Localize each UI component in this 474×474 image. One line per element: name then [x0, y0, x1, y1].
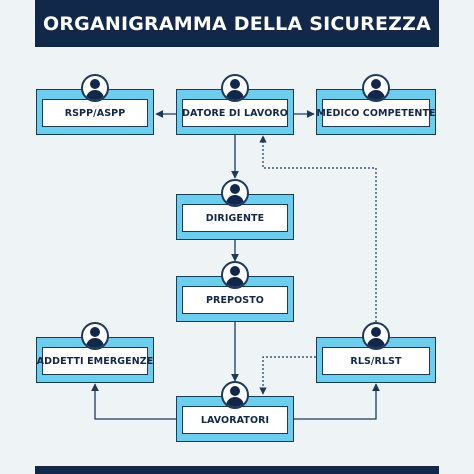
node-addetti-label: ADDETTI EMERGENZE: [37, 347, 153, 375]
user-avatar-icon: [221, 74, 249, 102]
user-avatar-icon: [362, 322, 390, 350]
user-avatar-icon: [221, 261, 249, 289]
link-lavoratori-rls: [294, 383, 380, 420]
title-bar: ORGANIGRAMMA DELLA SICUREZZA: [35, 0, 439, 47]
user-avatar-icon: [81, 74, 109, 102]
user-avatar-icon: [81, 322, 109, 350]
node-medico-label: MEDICO COMPETENTE: [316, 99, 436, 127]
link-rls-lavoratori-dotted: [259, 356, 316, 395]
node-rspp-label: RSPP/ASPP: [42, 99, 148, 127]
node-datore-label: DATORE DI LAVORO: [182, 99, 288, 127]
user-avatar-icon: [221, 381, 249, 409]
node-preposto: PREPOSTO: [176, 276, 294, 322]
user-avatar-icon: [362, 74, 390, 102]
user-avatar-icon: [221, 179, 249, 207]
node-preposto-label: PREPOSTO: [182, 286, 288, 314]
node-rspp: RSPP/ASPP: [36, 89, 154, 135]
node-dirigente-label: DIRIGENTE: [182, 204, 288, 232]
footer-bar: [35, 466, 439, 474]
node-rls-label: RLS/RLST: [322, 347, 430, 375]
link-lavoratori-addetti: [91, 383, 176, 420]
link-rls-datore-dotted: [259, 135, 377, 322]
node-lavoratori-label: LAVORATORI: [182, 406, 288, 434]
page-title: ORGANIGRAMMA DELLA SICUREZZA: [43, 12, 431, 35]
